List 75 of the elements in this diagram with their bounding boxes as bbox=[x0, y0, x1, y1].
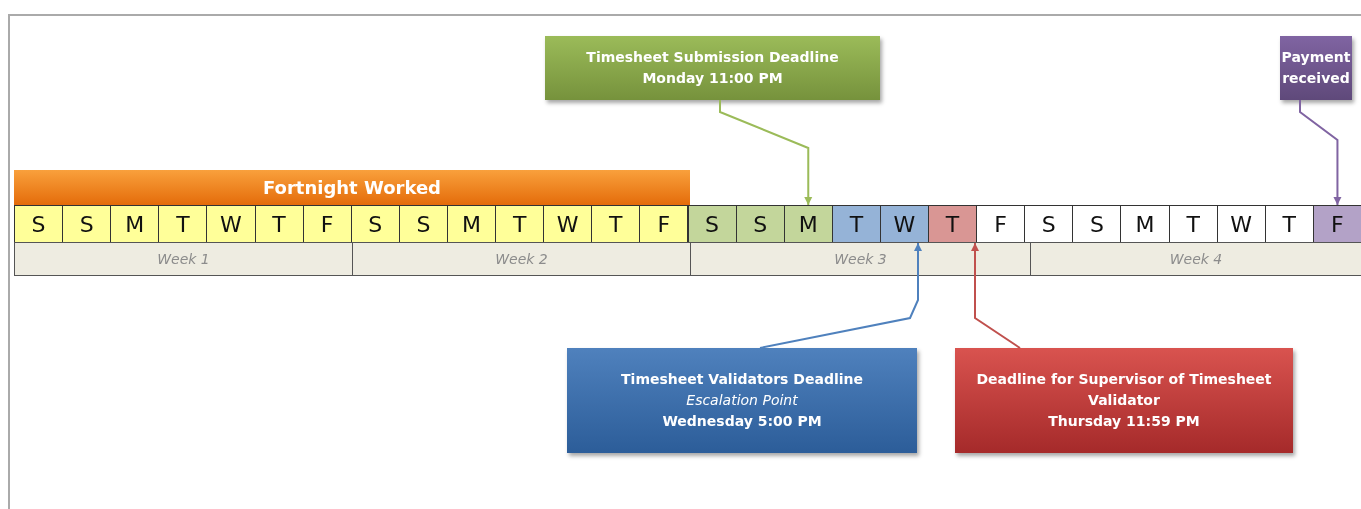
day-cell bbox=[1312, 205, 1361, 243]
day-letter: S bbox=[368, 211, 383, 237]
week-label: Week 4 bbox=[1169, 251, 1223, 267]
day-cell bbox=[639, 205, 689, 243]
day-letter: M bbox=[1135, 211, 1155, 237]
day-letter: S bbox=[705, 211, 720, 237]
callout-box bbox=[567, 348, 917, 453]
day-cell bbox=[62, 205, 112, 243]
week-label: Week 3 bbox=[834, 251, 887, 267]
bar-label: Fortnight Worked bbox=[263, 177, 441, 198]
day-letter: T bbox=[512, 211, 527, 237]
week-band bbox=[352, 242, 691, 276]
day-cell bbox=[687, 205, 737, 243]
day-letter: S bbox=[31, 211, 46, 237]
day-letter: W bbox=[220, 211, 242, 237]
day-letter: S bbox=[79, 211, 94, 237]
day-cell bbox=[254, 205, 304, 243]
day-cell bbox=[928, 205, 978, 243]
week-label: Week 1 bbox=[157, 251, 210, 267]
day-letter: M bbox=[798, 211, 818, 237]
callout-text: Payment received bbox=[1280, 48, 1352, 88]
day-letter: F bbox=[657, 211, 671, 237]
day-cell bbox=[543, 205, 593, 243]
day-cell bbox=[14, 205, 64, 243]
day-cell bbox=[206, 205, 256, 243]
day-letter: W bbox=[556, 211, 579, 237]
day-letter: W bbox=[893, 211, 916, 237]
callout-text: Timesheet Submission Deadline bbox=[586, 48, 839, 67]
callout-text: Wednesday 5:00 PM bbox=[662, 412, 822, 431]
day-cell bbox=[783, 205, 833, 243]
day-letter: T bbox=[1282, 211, 1297, 237]
day-letter: F bbox=[1331, 211, 1344, 237]
callout-text: Timesheet Validators Deadline bbox=[621, 370, 863, 389]
day-letter: S bbox=[1041, 211, 1056, 237]
day-cell bbox=[158, 205, 208, 243]
callout-text: Escalation Point bbox=[686, 391, 798, 410]
day-letter: T bbox=[849, 211, 864, 237]
callout-box bbox=[1280, 36, 1352, 100]
day-letter: T bbox=[945, 211, 960, 237]
day-letter: F bbox=[994, 211, 1007, 237]
day-cell bbox=[735, 205, 785, 243]
leader-arrow bbox=[719, 99, 813, 206]
day-letter: M bbox=[125, 211, 145, 237]
day-cell bbox=[831, 205, 881, 243]
week-band bbox=[690, 242, 1031, 276]
day-letter: T bbox=[176, 211, 190, 237]
day-cell bbox=[879, 205, 929, 243]
callout-box bbox=[545, 36, 880, 100]
callout-text: Thursday 11:59 PM bbox=[1048, 412, 1200, 431]
callout-text: Deadline for Supervisor of Timesheet Validator bbox=[975, 370, 1273, 410]
day-letter: W bbox=[1230, 211, 1253, 237]
day-cell bbox=[446, 205, 497, 243]
day-letter: T bbox=[1186, 211, 1200, 237]
day-letter: M bbox=[462, 211, 481, 237]
day-cell bbox=[591, 205, 641, 243]
week-band bbox=[14, 242, 353, 276]
day-letter: S bbox=[753, 211, 768, 237]
callout-text: Monday 11:00 PM bbox=[642, 69, 783, 88]
day-cell bbox=[398, 205, 448, 243]
week-label: Week 2 bbox=[495, 251, 548, 267]
day-cell bbox=[302, 205, 352, 243]
day-cell bbox=[350, 205, 400, 243]
day-letter: S bbox=[416, 211, 431, 237]
week-band bbox=[1030, 242, 1361, 276]
leader-arrow bbox=[759, 242, 922, 349]
day-cell bbox=[495, 205, 545, 243]
day-letter: T bbox=[272, 211, 286, 237]
day-letter: F bbox=[320, 211, 334, 237]
day-letter: S bbox=[1089, 211, 1104, 237]
leader-arrow bbox=[971, 242, 1021, 349]
period-bar bbox=[14, 170, 690, 205]
callout-box bbox=[955, 348, 1293, 453]
day-cell bbox=[110, 205, 160, 243]
day-letter: T bbox=[609, 211, 623, 237]
leader-arrow bbox=[1299, 99, 1342, 206]
